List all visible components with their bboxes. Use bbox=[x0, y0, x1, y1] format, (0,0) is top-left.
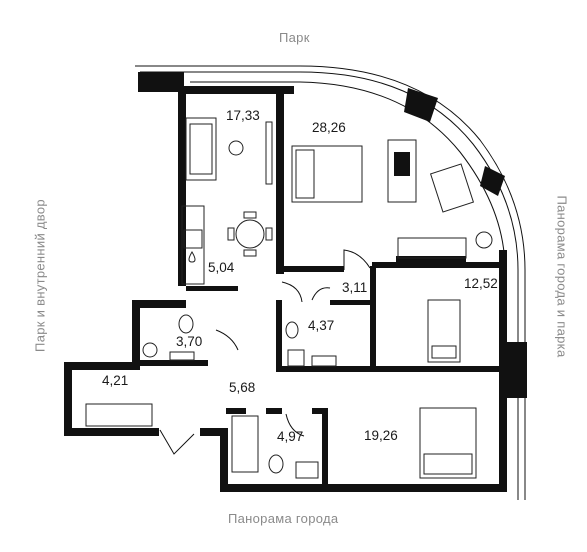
area-living: 17,33 bbox=[226, 108, 260, 123]
area-bedroom-main: 28,26 bbox=[312, 120, 346, 135]
area-bath-bottom: 4,97 bbox=[277, 429, 303, 444]
area-kitchen: 5,04 bbox=[208, 260, 235, 275]
outer-walls bbox=[64, 72, 527, 492]
area-bedroom-bottom: 19,26 bbox=[364, 428, 398, 443]
area-bath-left: 3,70 bbox=[176, 334, 202, 349]
furniture bbox=[85, 117, 493, 479]
facade-curve bbox=[135, 65, 526, 500]
area-storage: 4,21 bbox=[102, 373, 128, 388]
side-label-bottom: Панорама города bbox=[228, 511, 339, 526]
area-bedroom-small: 12,52 bbox=[464, 276, 498, 291]
side-label-top: Парк bbox=[279, 30, 310, 45]
area-hall-small: 3,11 bbox=[342, 280, 367, 295]
area-corridor: 5,68 bbox=[229, 380, 255, 395]
area-bath-middle: 4,37 bbox=[308, 318, 334, 333]
doors bbox=[159, 249, 371, 455]
interior-walls bbox=[136, 86, 500, 488]
